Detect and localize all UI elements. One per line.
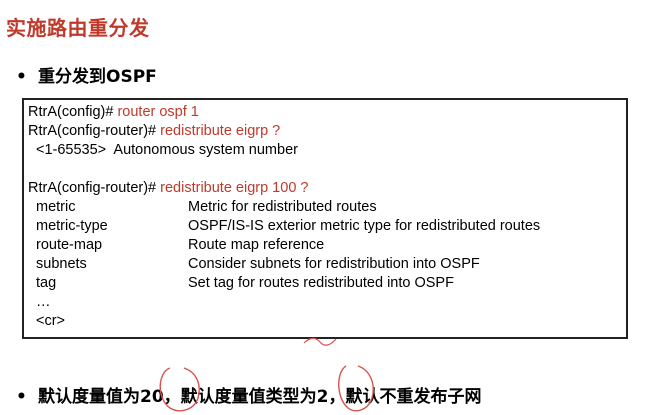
cli-line-4: RtrA(config-router)# redistribute eigrp … [28, 179, 308, 198]
bullet-redistribute-ospf: • 重分发到OSPF [16, 62, 157, 87]
option-desc: Metric for redistributed routes [188, 199, 377, 215]
bullet-dot: • [16, 67, 27, 87]
option-desc: Set tag for routes redistributed into OS… [188, 275, 454, 291]
option-key: route-map [36, 237, 103, 253]
cli-command: router ospf 1 [117, 104, 199, 120]
cli-command: redistribute eigrp 100 ? [160, 180, 309, 196]
cli-prompt: RtrA(config)# [28, 104, 114, 120]
option-key: tag [36, 275, 57, 291]
option-desc: OSPF/IS-IS exterior metric type for redi… [188, 218, 541, 234]
option-desc: Route map reference [188, 237, 325, 253]
default-metric-type-value: 2 [316, 387, 329, 407]
cli-line-1: RtrA(config)# router ospf 1 [28, 103, 199, 122]
cli-line-3: <1-65535> Autonomous system number [36, 142, 298, 158]
bullet-default-values: • 默认度量值为20，默认度量值类型为2，默认不重发布子网 [16, 382, 482, 407]
cli-cr: <cr> [36, 313, 66, 329]
slide-title: 实施路由重分发 [6, 16, 150, 40]
cli-prompt: RtrA(config-router)# [28, 180, 157, 196]
bullet-text: 重分发到OSPF [38, 67, 157, 87]
option-key: subnets [36, 256, 87, 272]
option-desc: Consider subnets for redistribution into… [188, 256, 480, 272]
cli-output-box: RtrA(config)# router ospf 1 RtrA(config-… [22, 98, 628, 339]
cli-command: redistribute eigrp ? [160, 123, 281, 139]
cli-prompt: RtrA(config-router)# [28, 123, 157, 139]
bullet2-part2: ，默认度量值类型为 [163, 387, 317, 407]
bullet2-part3: ，默认不重发布子网 [328, 387, 482, 407]
bullet2-part1: 默认度量值为 [38, 387, 140, 407]
option-key: metric [36, 199, 76, 215]
default-metric-value: 20 [140, 387, 164, 407]
option-key: metric-type [36, 218, 108, 234]
bullet-dot: • [16, 387, 27, 407]
cli-ellipsis: … [36, 294, 51, 310]
cli-line-2: RtrA(config-router)# redistribute eigrp … [28, 122, 280, 141]
